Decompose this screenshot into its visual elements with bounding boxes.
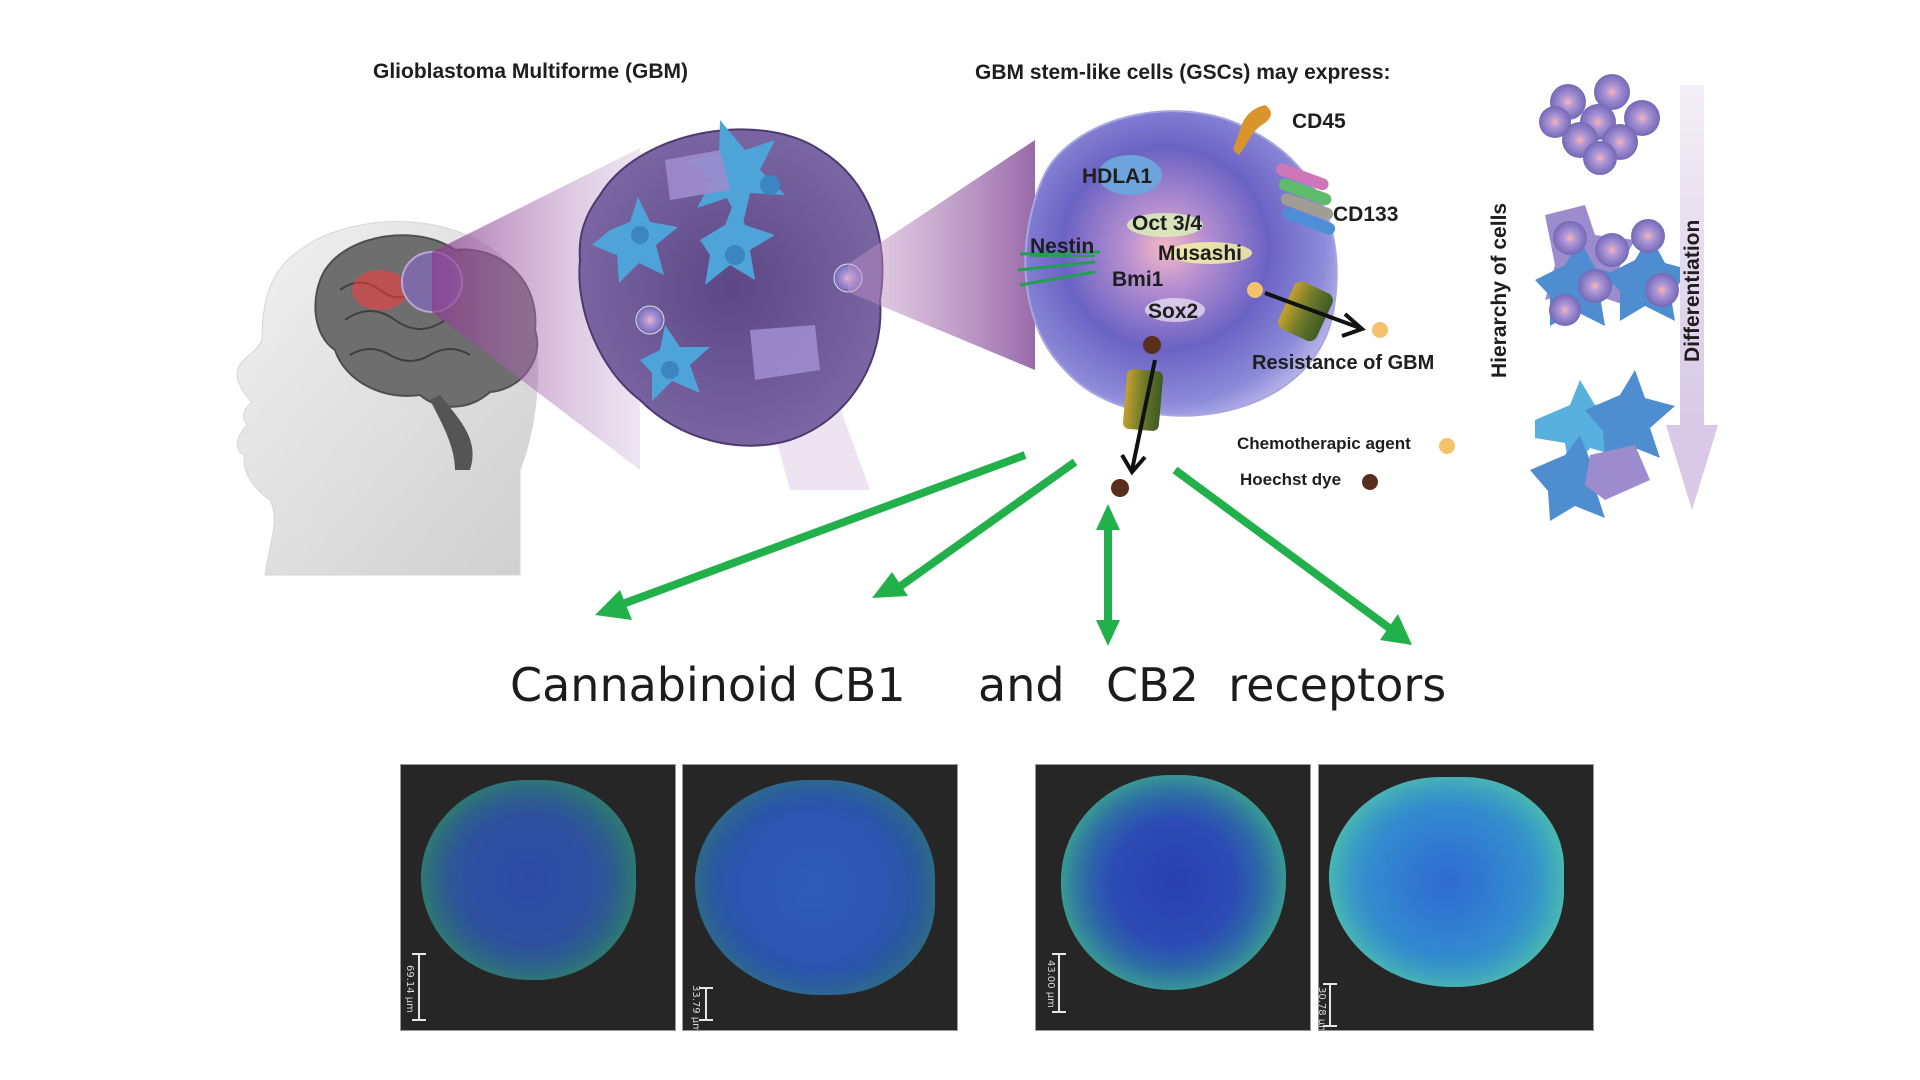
differentiated-cell-cluster-icon [1530,370,1675,521]
gsc-cell-icon [1017,105,1388,497]
efflux-pump-right-icon [1278,281,1333,342]
nestin-filaments-icon [1017,250,1101,287]
tumor-mass-icon [578,120,884,447]
marker-cd45: CD45 [1292,110,1346,133]
resistance-label: Resistance of GBM [1252,352,1435,374]
scale-bar-label: 30.78 µm [1318,987,1327,1030]
mixed-cell-cluster-icon [1535,205,1695,326]
micrograph-cb1-1: 69.14 µm [400,764,676,1031]
chemo-legend-dot [1439,438,1455,454]
zoom-beam-2 [848,140,1035,370]
marker-musashi: Musashi [1158,242,1243,265]
scale-bar-label: 33.79 µm [690,985,701,1031]
marker-bmi1: Bmi1 [1112,268,1164,291]
green-arrow-2 [892,458,1078,594]
cd133-receptor-icon [1276,163,1336,235]
caption-cb1: Cannabinoid CB1 [510,658,906,712]
legend-chemo-label: Chemotherapic agent [1237,434,1411,453]
green-arrows [595,451,1412,646]
stem-cell-cluster-icon [1539,74,1660,175]
hierarchy-label: Hierarchy of cells [1488,202,1511,378]
marker-cd133: CD133 [1333,203,1399,226]
scale-bar [699,987,713,1021]
spheroid-image [1329,777,1564,987]
scale-bar [1052,953,1066,1013]
scale-bar-label: 43.00 µm [1045,960,1056,1008]
spheroid-image [1061,775,1286,990]
differentiation-label: Differentiation [1681,219,1704,362]
scale-bar-label: 69.14 µm [404,965,415,1013]
micrograph-cb2-2: 30.78 µm [1318,764,1594,1031]
marker-hdla1: HDLA1 [1082,165,1153,188]
left-title: Glioblastoma Multiforme (GBM) [373,60,688,83]
spheroid-image [421,780,636,980]
spheroid-image [695,780,935,995]
cd45-receptor-icon [1233,105,1271,155]
hoechst-legend-dot [1362,474,1378,490]
right-title: GBM stem-like cells (GSCs) may express: [975,61,1391,84]
caption-and: and [978,658,1065,712]
micrograph-cb1-2: 33.79 µm [682,764,958,1031]
scale-bar [1323,983,1337,1027]
micrograph-cb2-1: 43.00 µm [1035,764,1311,1031]
differentiation-arrow-icon [1666,85,1718,510]
green-arrow-4 [1172,466,1395,634]
scale-bar [412,953,426,1021]
marker-oct: Oct 3/4 [1132,212,1203,235]
marker-nestin: Nestin [1030,235,1095,258]
legend-hoechst-label: Hoechst dye [1240,470,1342,489]
caption-cb2: CB2 receptors [1106,658,1447,712]
green-arrow-1 [618,451,1027,609]
efflux-pump-bottom-icon [1122,369,1164,431]
marker-sox2: Sox2 [1148,300,1199,323]
